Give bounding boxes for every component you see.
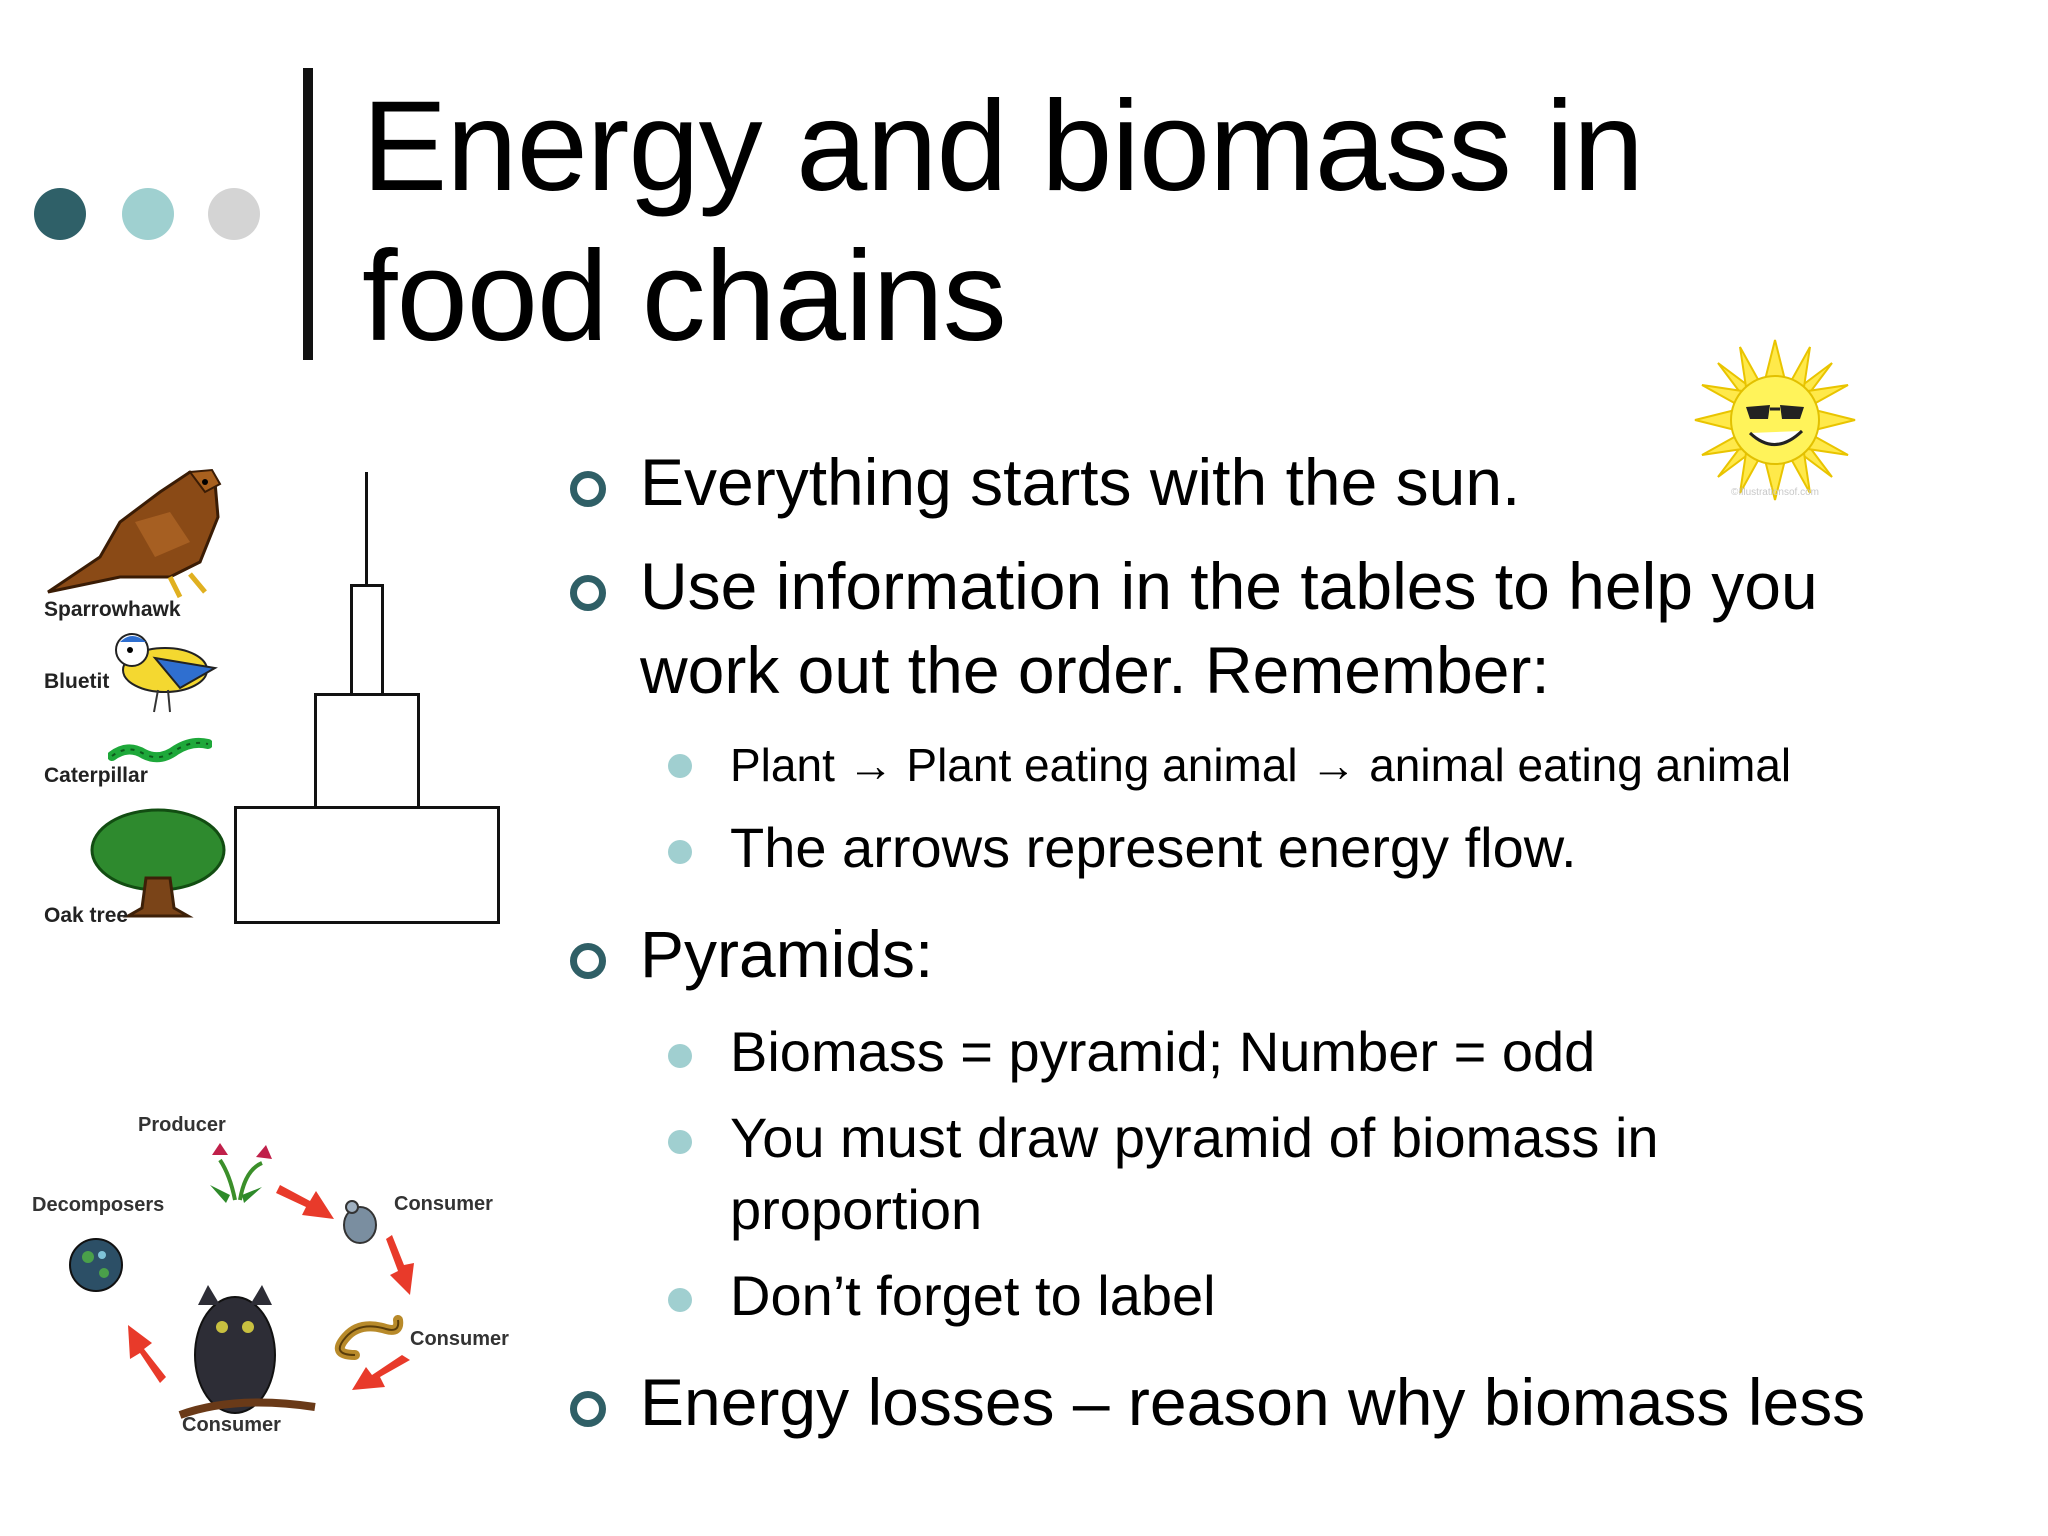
sub-bullet-draw-text: You must draw pyramid of biomass in prop… — [730, 1106, 1659, 1241]
bullet-pyramids: Pyramids: — [560, 912, 1890, 996]
pyramid-top-line — [365, 472, 368, 584]
sub-bullet-dot-icon — [668, 1130, 692, 1154]
bullet-tables-text: Use information in the tables to help yo… — [640, 549, 1818, 707]
bullet-pyramids-text: Pyramids: — [640, 917, 934, 991]
pyramid-level-4 — [350, 584, 384, 698]
oak-tree-label: Oak tree — [44, 904, 129, 927]
slide-title: Energy and biomass in food chains — [362, 75, 1644, 368]
bullet-ring-icon — [570, 943, 606, 979]
mouse-icon — [343, 1200, 377, 1244]
owl-icon — [178, 1285, 316, 1419]
pyramid-level-1 — [234, 806, 500, 924]
sub-bullet-arrows: The arrows represent energy flow. — [560, 812, 1890, 884]
sub-bullet-dot-icon — [668, 754, 692, 778]
bullet-ring-icon — [570, 1391, 606, 1427]
bluetit-image — [115, 633, 218, 713]
sub-bullet-dot-icon — [668, 840, 692, 864]
sub-bullet-dot-icon — [668, 1288, 692, 1312]
caterpillar-image — [108, 737, 212, 763]
bullet-sun: Everything starts with the sun. — [560, 440, 1890, 524]
sun-watermark: ©Illustrationsof.com — [1731, 487, 1819, 498]
sparrowhawk-label: Sparrowhawk — [44, 598, 181, 621]
pyramid-level-3 — [314, 693, 420, 812]
sub-bullet-order-text: Plant → Plant eating animal → animal eat… — [730, 739, 1792, 791]
bullet-ring-icon — [570, 471, 606, 507]
decomposer-icon — [69, 1238, 123, 1292]
cycle-diagram — [69, 1143, 414, 1419]
bullet-sun-text: Everything starts with the sun. — [640, 445, 1521, 519]
snake-icon — [334, 1315, 404, 1360]
cycle-consumer-3-label: Consumer — [182, 1414, 281, 1436]
sub-bullet-arrows-text: The arrows represent energy flow. — [730, 816, 1577, 879]
bullet-energy-losses-text: Energy losses – reason why biomass less — [640, 1365, 1866, 1439]
bluetit-label: Bluetit — [44, 670, 110, 693]
bullet-tables: Use information in the tables to help yo… — [560, 544, 1890, 712]
caterpillar-label: Caterpillar — [44, 764, 148, 787]
oak-tree-image — [90, 808, 226, 918]
header-dot-dark — [34, 188, 86, 240]
bullet-ring-icon — [570, 575, 606, 611]
sub-bullet-order: Plant → Plant eating animal → animal eat… — [560, 732, 1890, 798]
sparrowhawk-image — [47, 468, 222, 599]
sub-bullet-draw: You must draw pyramid of biomass in prop… — [560, 1102, 1890, 1246]
cycle-decomposers-label: Decomposers — [32, 1194, 165, 1216]
cycle-producer-label: Producer — [138, 1114, 226, 1136]
sub-bullet-biomass-text: Biomass = pyramid; Number = odd — [730, 1020, 1596, 1083]
bullet-list: Everything starts with the sun. Use info… — [560, 440, 1890, 1464]
sub-bullet-dot-icon — [668, 1044, 692, 1068]
bullet-energy-losses: Energy losses – reason why biomass less — [560, 1360, 1890, 1444]
title-divider — [303, 68, 313, 360]
header-dot-grey — [208, 188, 260, 240]
sub-bullet-biomass: Biomass = pyramid; Number = odd — [560, 1016, 1890, 1088]
sub-bullet-label: Don’t forget to label — [560, 1260, 1890, 1332]
header-dot-light — [122, 188, 174, 240]
cycle-consumer-1-label: Consumer — [394, 1193, 493, 1215]
cycle-consumer-2-label: Consumer — [410, 1328, 509, 1350]
sun-image: ©Illustrationsof.com — [1694, 339, 1856, 501]
sub-bullet-label-text: Don’t forget to label — [730, 1264, 1216, 1327]
flower-icon — [210, 1143, 272, 1203]
